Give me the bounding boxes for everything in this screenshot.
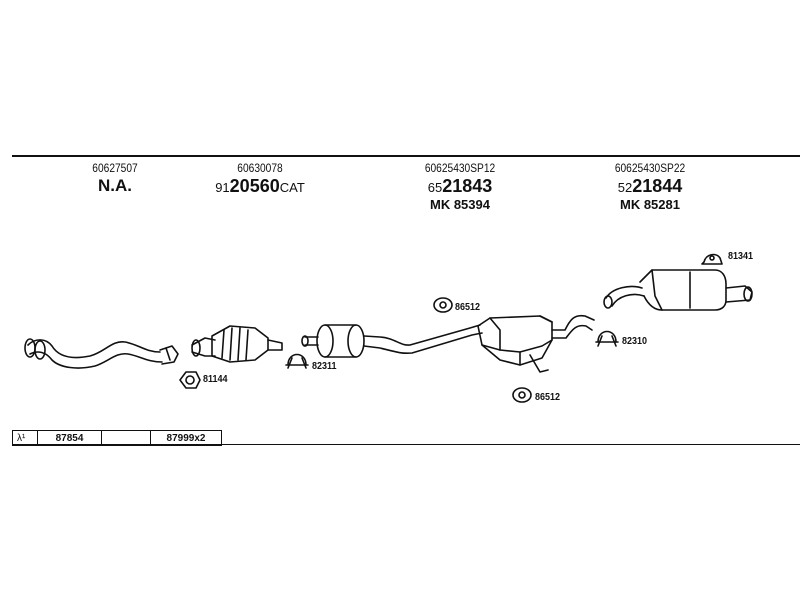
part-number: 60630078 [237, 161, 283, 175]
code-prefix: 52 [617, 180, 633, 195]
column-2: 60630078 9120560CAT [205, 162, 315, 196]
part-number: 60627507 [92, 161, 138, 175]
part-code: 21844 [632, 176, 683, 196]
column-3: 60625430SP12 6521843 MK 85394 [405, 162, 515, 211]
column-1: 60627507 N.A. [70, 162, 160, 194]
legend-sensor: 87854 [38, 431, 102, 445]
catalytic-converter-icon [191, 325, 283, 363]
rubber-mount-86512-bottom-icon [512, 387, 532, 403]
part-number: 60625430SP12 [424, 161, 496, 175]
rubber-mount-86512-top-icon [433, 297, 453, 313]
legend-kit: 87999x2 [166, 432, 206, 444]
part-code-line: 9120560CAT [205, 177, 315, 196]
mk-code: MK 85281 [620, 197, 680, 212]
clamp-82311-icon [285, 353, 309, 369]
callout-81341: 81341 [728, 251, 754, 262]
code-suffix: CAT [279, 180, 305, 195]
code-prefix: 65 [427, 180, 443, 195]
mk-code: MK 85394 [430, 197, 490, 212]
middle-silencer-icon [301, 324, 483, 358]
legend-empty [102, 431, 151, 445]
end-silencer-icon [603, 269, 753, 311]
gasket-81144-icon [179, 371, 201, 389]
clamp-82310-icon [595, 330, 619, 347]
rear-silencer-icon [477, 314, 595, 373]
callout-82311: 82311 [312, 361, 337, 372]
part-code: 20560 [229, 176, 280, 196]
bottom-divider-line [12, 444, 800, 445]
legend-table: λ¹ 87854 87999x2 [12, 430, 222, 446]
callout-81144: 81144 [203, 374, 228, 385]
callout-82310: 82310 [622, 336, 648, 347]
lambda-symbol: λ¹ [13, 431, 38, 445]
part-code-line: 6521843 [405, 177, 515, 196]
rubber-mount-81341-icon [701, 253, 723, 265]
code-prefix: 91 [215, 180, 230, 195]
front-pipe-icon [24, 338, 179, 369]
callout-86512-top: 86512 [455, 302, 481, 313]
part-code: N.A. [98, 176, 132, 195]
column-4: 60625430SP22 5221844 MK 85281 [595, 162, 705, 211]
part-code-line: 5221844 [595, 177, 705, 196]
part-code: 21843 [442, 176, 493, 196]
top-divider-line [12, 155, 800, 157]
part-number: 60625430SP22 [614, 161, 686, 175]
callout-86512-bottom: 86512 [535, 392, 561, 403]
